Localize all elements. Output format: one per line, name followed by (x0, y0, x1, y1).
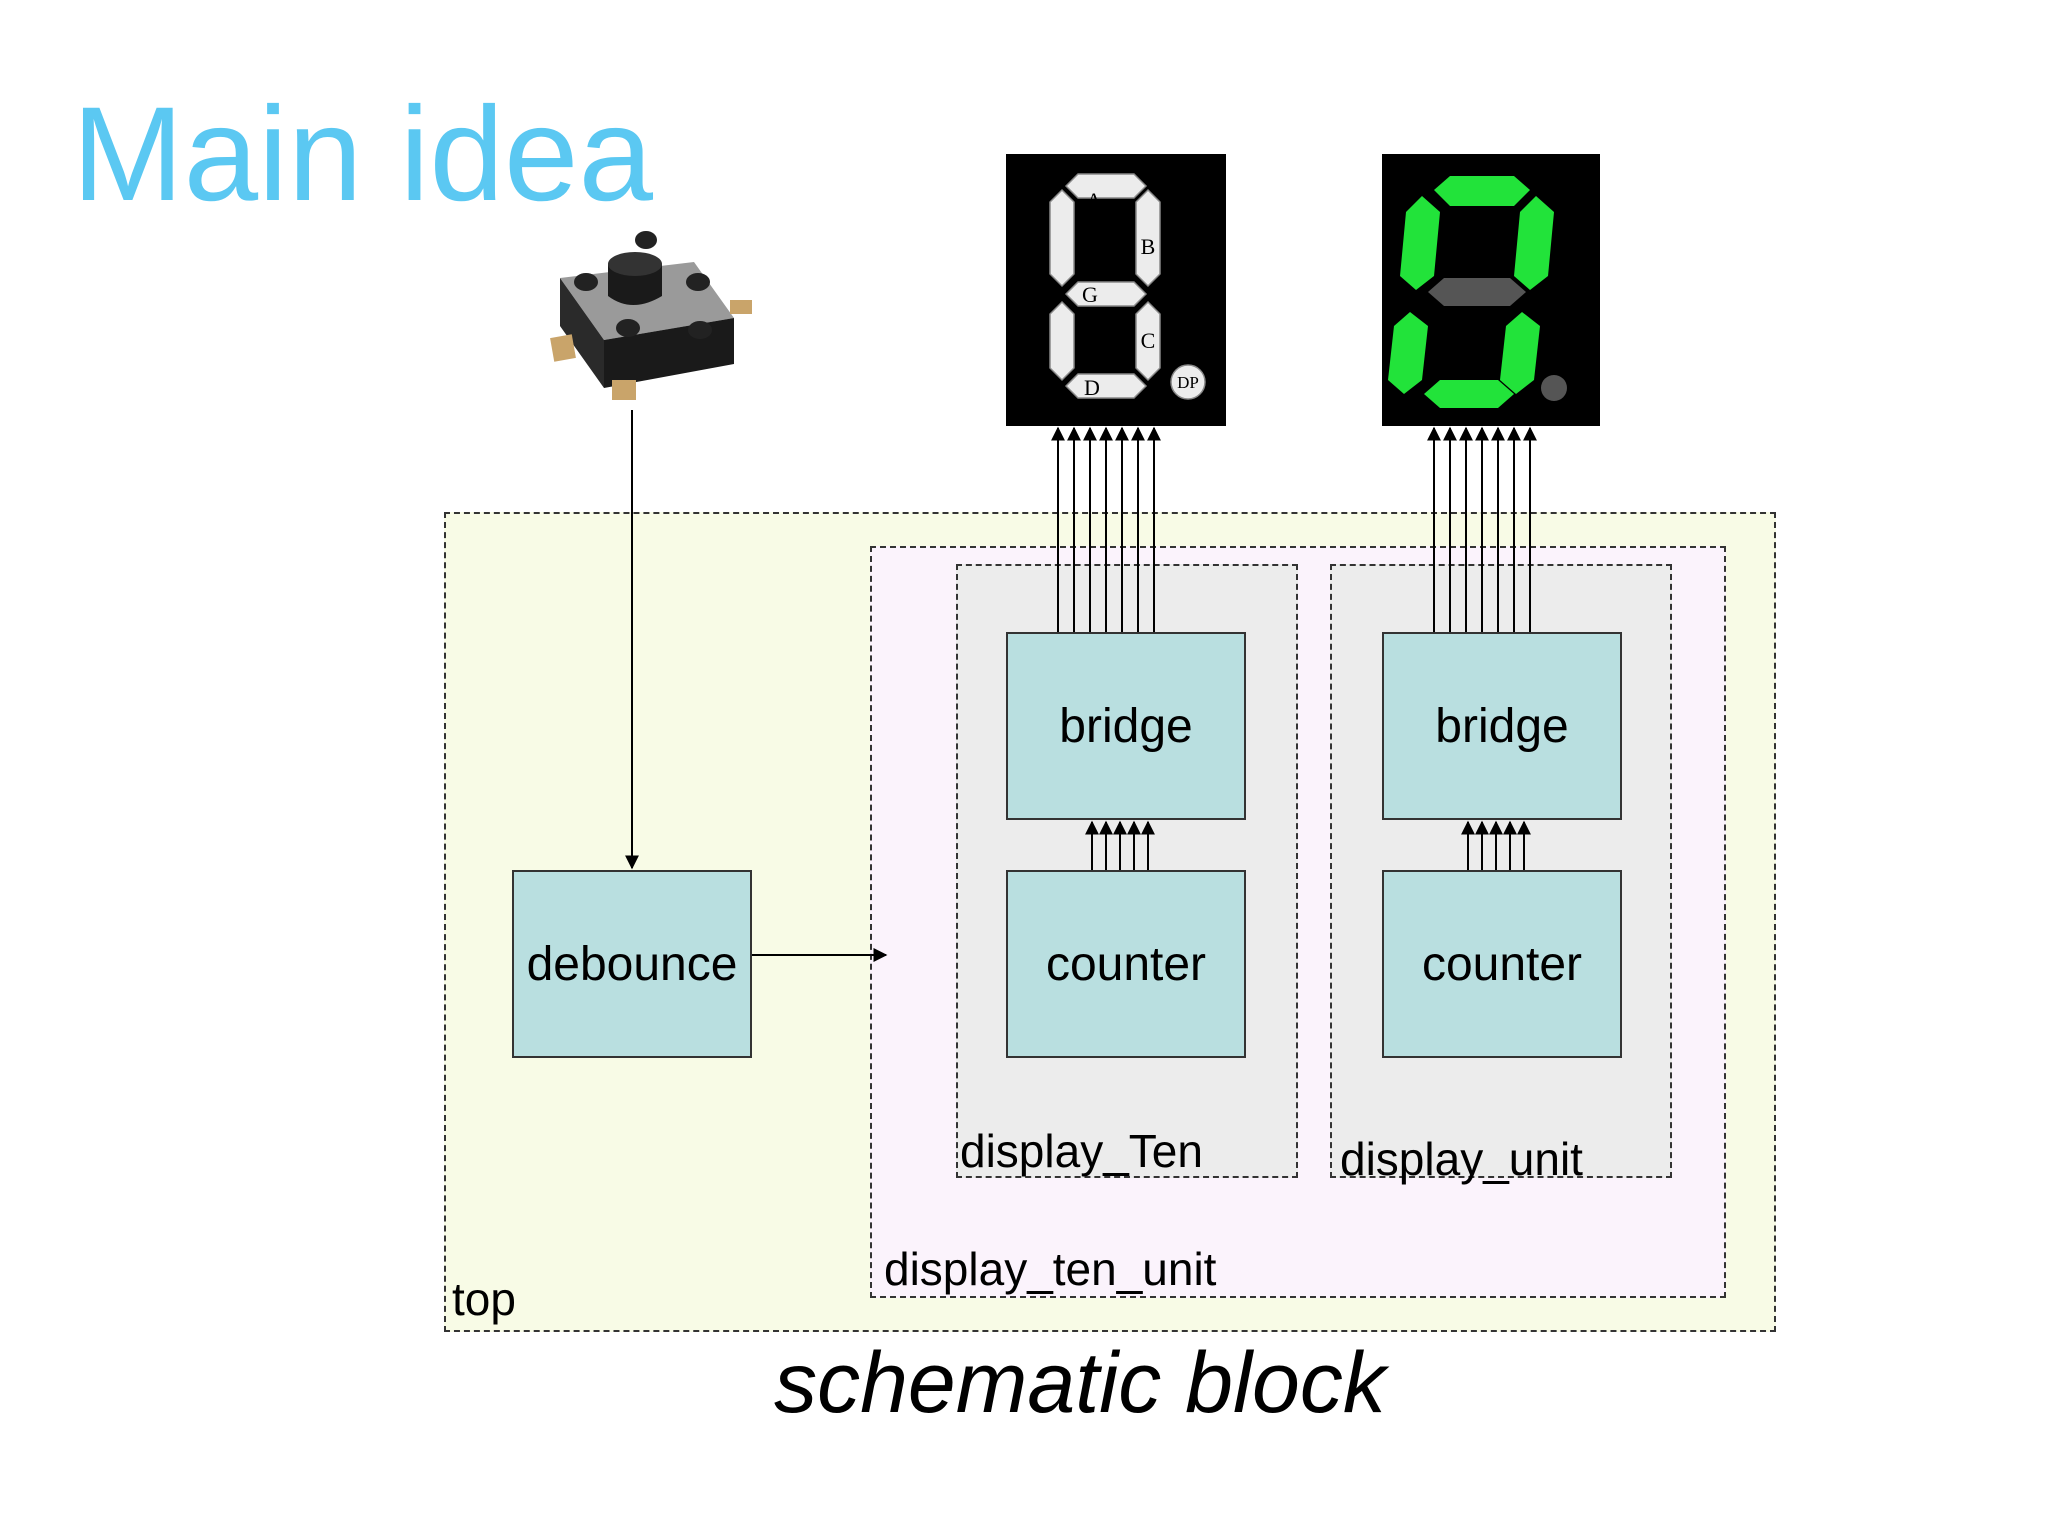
debounce-block: debounce (512, 870, 752, 1058)
segment-label-c: C (1141, 328, 1156, 353)
bus-counter-bridge-unit (1461, 820, 1531, 870)
bridge-ten-label: bridge (1059, 699, 1193, 753)
zone-display-unit-label: display_unit (1340, 1133, 1583, 1185)
segment-label-f: F (1030, 234, 1042, 259)
bridge-ten-block: bridge (1006, 632, 1246, 820)
counter-unit-block: counter (1382, 870, 1622, 1058)
segment-label-b: B (1141, 234, 1156, 259)
segment-a (1064, 173, 1148, 199)
bus-bridge-display-ten (1051, 426, 1161, 632)
seven-segment-display-icon (1382, 154, 1600, 426)
counter-ten-block: counter (1006, 870, 1246, 1058)
slide-title: Main idea (72, 80, 654, 229)
segment-d (1064, 373, 1148, 399)
segment-label-a: A (1086, 188, 1102, 213)
segment-b (1135, 188, 1161, 288)
zone-top-label: top (452, 1273, 516, 1325)
segment-e (1049, 300, 1075, 382)
zone-display-ten-label: display_Ten (960, 1125, 1203, 1177)
bridge-unit-block: bridge (1382, 632, 1622, 820)
bus-counter-bridge-ten (1085, 820, 1155, 870)
segment-f (1049, 188, 1075, 288)
debounce-label: debounce (526, 937, 738, 991)
segment-label-d: D (1084, 375, 1100, 400)
segment-label-g: G (1082, 282, 1098, 307)
segment-g (1064, 281, 1148, 307)
segment-c (1135, 300, 1161, 382)
counter-unit-label: counter (1421, 937, 1583, 991)
seven-segment-diagram-icon: A B C D E F G DP (1006, 154, 1226, 426)
counter-ten-label: counter (1045, 937, 1207, 991)
bridge-unit-label: bridge (1435, 699, 1569, 753)
segment-label-e: E (1029, 328, 1042, 353)
segment-label-dp: DP (1177, 373, 1199, 392)
slide-caption: schematic block (774, 1335, 1386, 1431)
zone-display-ten-unit-label: display_ten_unit (884, 1243, 1217, 1295)
push-button-icon (550, 231, 752, 400)
bus-bridge-display-unit (1427, 426, 1537, 632)
